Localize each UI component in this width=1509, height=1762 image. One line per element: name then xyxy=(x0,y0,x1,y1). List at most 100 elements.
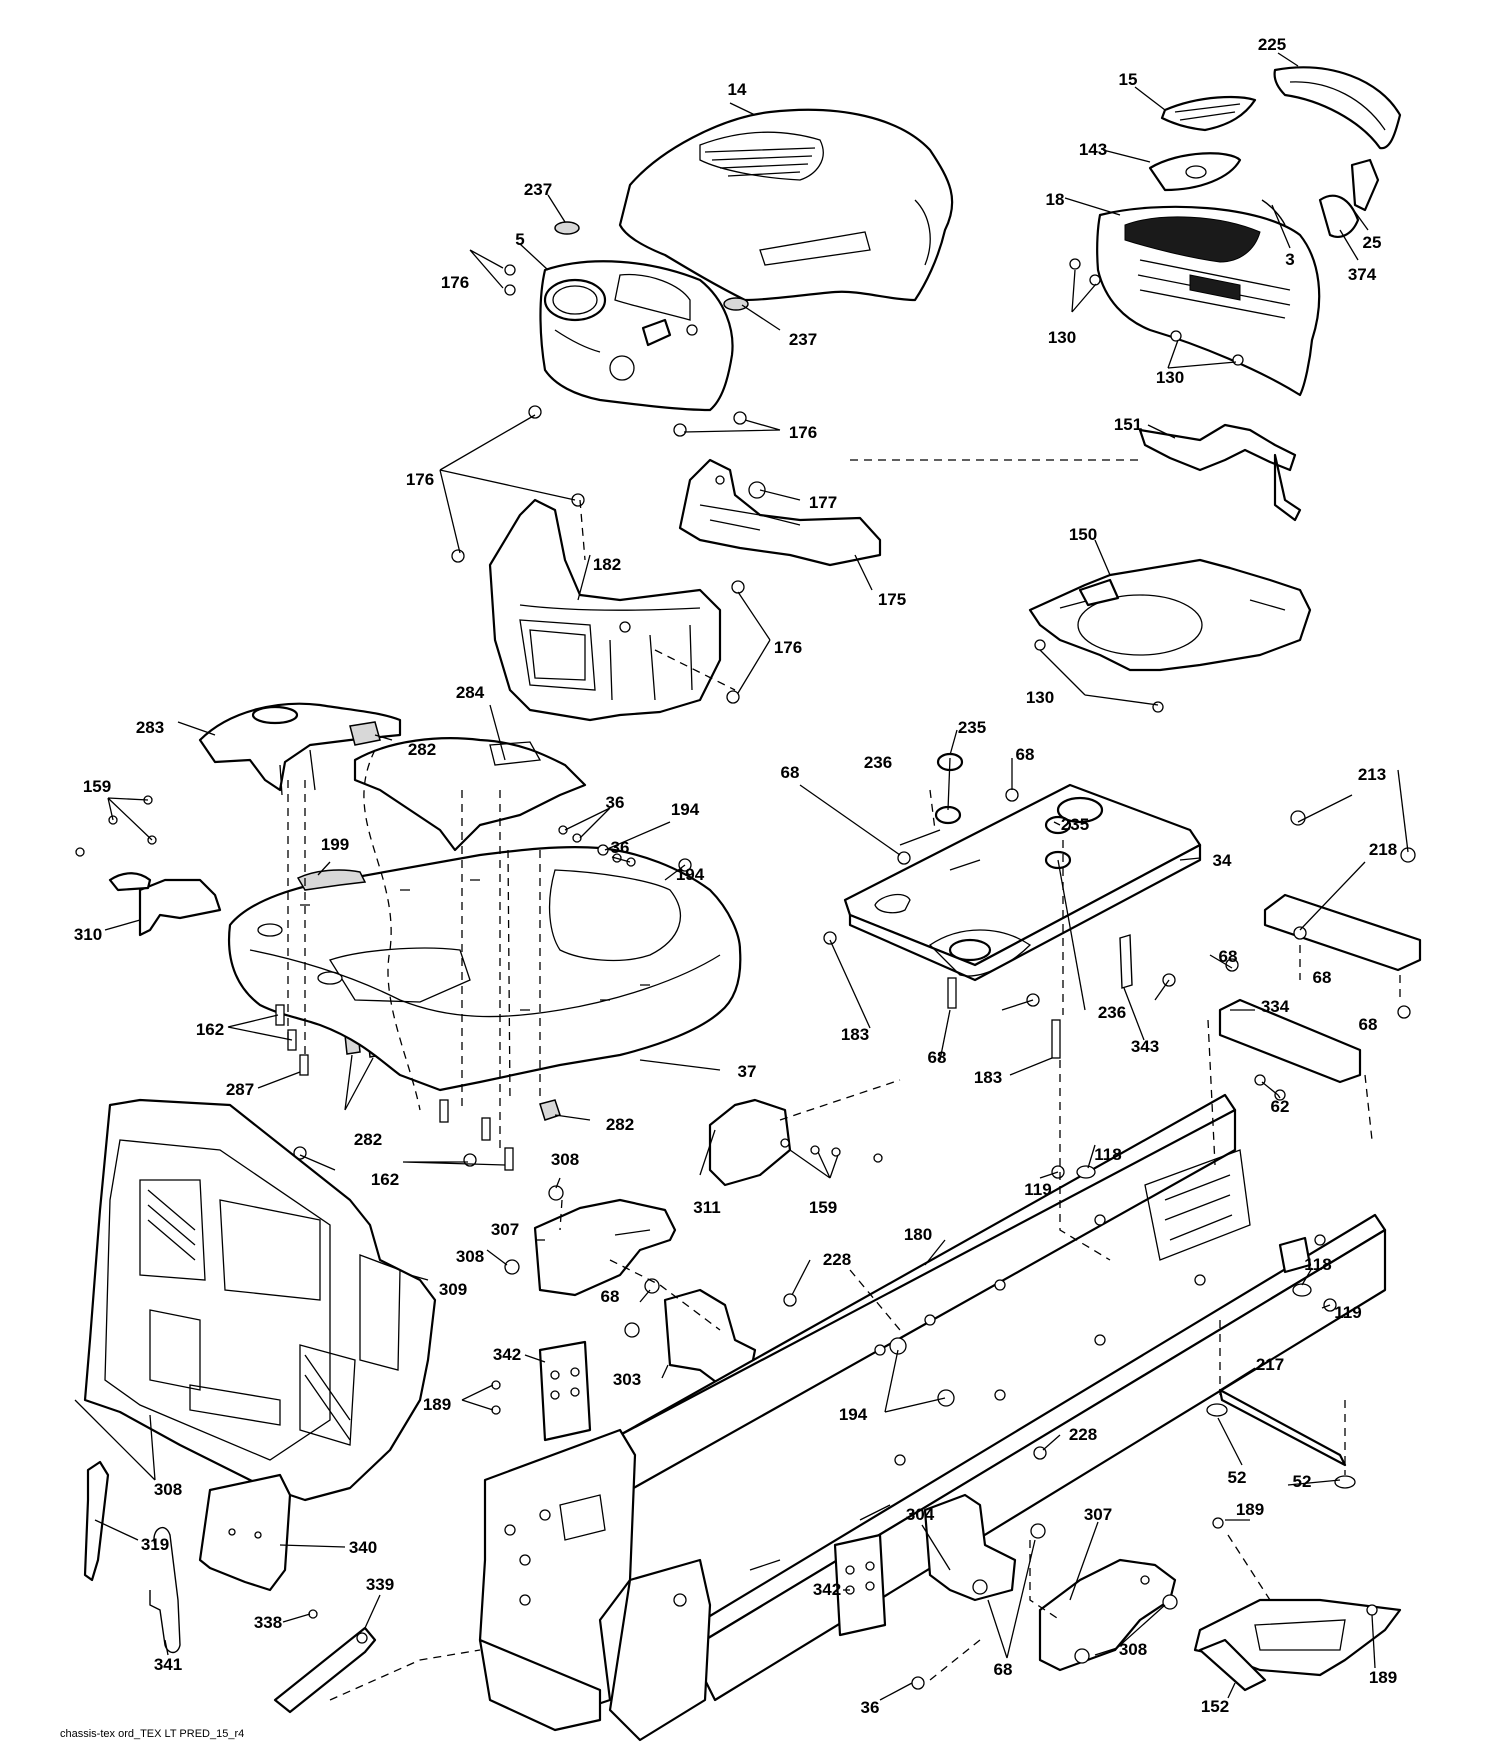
bracket-304-part xyxy=(923,1493,1017,1602)
bolt-36 xyxy=(911,1676,925,1690)
callout-label: 36 xyxy=(606,793,625,812)
callout-label: 130 xyxy=(1026,688,1054,707)
callout-label: 284 xyxy=(456,683,485,702)
callout-label: 68 xyxy=(601,1287,620,1306)
grille-assembly-part xyxy=(1096,66,1402,397)
plug-part xyxy=(723,297,749,311)
callout-label: 130 xyxy=(1156,368,1184,387)
callout-label: 130 xyxy=(1048,328,1076,347)
nut-194 xyxy=(937,1389,955,1407)
callout-label: 308 xyxy=(154,1480,182,1499)
callout-label: 176 xyxy=(789,423,817,442)
callout-label: 14 xyxy=(728,80,747,99)
support-150-part xyxy=(1028,558,1312,672)
callout-label: 225 xyxy=(1258,35,1286,54)
lever-339-part xyxy=(273,1609,377,1714)
hood-part xyxy=(618,108,954,302)
callout-label: 118 xyxy=(1304,1255,1331,1274)
callout-label: 228 xyxy=(1069,1425,1097,1444)
callout-labels: 14 225 15 143 18 3 25 374 237 5 176 237 … xyxy=(74,35,1397,1717)
callout-label: 194 xyxy=(839,1405,868,1424)
callout-label: 189 xyxy=(1236,1500,1264,1519)
bracket-334-part xyxy=(1218,998,1362,1101)
callout-label: 342 xyxy=(493,1345,521,1364)
callout-label: 309 xyxy=(439,1280,467,1299)
nut-68 xyxy=(1030,1523,1046,1539)
callout-label: 159 xyxy=(809,1198,837,1217)
callout-label: 159 xyxy=(83,777,111,796)
callout-label: 176 xyxy=(774,638,802,657)
callout-label: 374 xyxy=(1348,265,1377,284)
nut-68 xyxy=(972,1579,988,1595)
callout-label: 182 xyxy=(593,555,621,574)
bolt-189 xyxy=(491,1380,501,1390)
spacers-235-236 xyxy=(934,752,1072,870)
leader-lines xyxy=(74,52,1409,1701)
callout-label: 343 xyxy=(1131,1037,1159,1056)
fasteners-176 xyxy=(451,264,747,704)
plate-307-part xyxy=(533,1198,677,1297)
callout-label: 34 xyxy=(1213,851,1232,870)
clip-282-part xyxy=(539,1099,561,1121)
callout-label: 177 xyxy=(809,493,837,512)
callout-label: 237 xyxy=(789,330,817,349)
pin-228 xyxy=(783,1293,797,1307)
deck-plate-34-part xyxy=(843,783,1202,982)
nut-308 xyxy=(548,1185,564,1201)
bolt-189 xyxy=(1212,1517,1224,1529)
nut-308 xyxy=(504,1259,520,1275)
callout-label: 162 xyxy=(196,1020,224,1039)
dash-panel-part xyxy=(539,260,734,412)
callout-label: 340 xyxy=(349,1538,377,1557)
washer-118 xyxy=(1076,1165,1096,1179)
callout-label: 310 xyxy=(74,925,102,944)
rod-217-part xyxy=(1218,1388,1347,1467)
callout-label: 68 xyxy=(1016,745,1035,764)
callout-label: 218 xyxy=(1369,840,1397,859)
callout-label: 341 xyxy=(154,1655,182,1674)
spring-341-part xyxy=(149,1526,181,1654)
callout-label: 235 xyxy=(958,718,986,737)
callout-label: 175 xyxy=(878,590,906,609)
callout-label: 236 xyxy=(1098,1003,1126,1022)
callout-label: 37 xyxy=(738,1062,757,1081)
callout-label: 213 xyxy=(1358,765,1386,784)
bolt-189 xyxy=(491,1405,501,1415)
callout-label: 307 xyxy=(1084,1505,1112,1524)
console-309-part xyxy=(83,1098,437,1502)
callout-label: 25 xyxy=(1363,233,1382,252)
callout-label: 3 xyxy=(1285,250,1294,269)
callout-label: 68 xyxy=(1359,1015,1378,1034)
callout-label: 308 xyxy=(456,1247,484,1266)
callout-label: 176 xyxy=(441,273,469,292)
washer-52 xyxy=(1334,1475,1356,1489)
callout-label: 68 xyxy=(994,1660,1013,1679)
callout-label: 18 xyxy=(1046,190,1065,209)
bracket-311-part xyxy=(708,1098,883,1187)
bracket-151-part xyxy=(1138,423,1302,522)
footer-text: chassis-tex ord_TEX LT PRED_15_r4 xyxy=(60,1728,244,1740)
callout-label: 162 xyxy=(371,1170,399,1189)
callout-label: 150 xyxy=(1069,525,1097,544)
plate-342-lower-part xyxy=(833,1533,887,1637)
plug-part xyxy=(554,221,580,235)
callout-label: 52 xyxy=(1228,1468,1247,1487)
callout-label: 62 xyxy=(1271,1097,1290,1116)
plate-340-part xyxy=(198,1473,292,1592)
callout-label: 68 xyxy=(1313,968,1332,987)
callout-label: 304 xyxy=(906,1505,935,1524)
callout-label: 143 xyxy=(1079,140,1107,159)
nut-194 xyxy=(889,1337,907,1355)
callout-label: 237 xyxy=(524,180,552,199)
callout-label: 36 xyxy=(861,1698,880,1717)
callout-label: 236 xyxy=(864,753,892,772)
callout-label: 334 xyxy=(1261,997,1290,1016)
nut-308 xyxy=(1162,1594,1178,1610)
nut-68 xyxy=(624,1322,640,1338)
callout-label: 338 xyxy=(254,1613,282,1632)
callout-label: 282 xyxy=(606,1115,634,1134)
clip-282-part xyxy=(349,721,381,746)
callout-label: 342 xyxy=(813,1580,841,1599)
fender-284-part xyxy=(353,737,587,852)
